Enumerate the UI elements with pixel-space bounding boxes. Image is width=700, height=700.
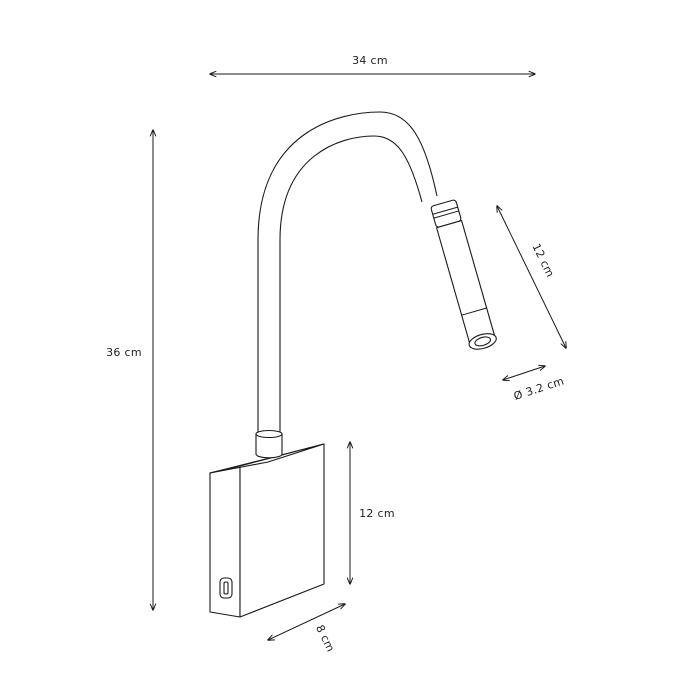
box-height-dimension: 12 cm (350, 442, 395, 584)
joint-ring-2 (433, 210, 459, 219)
wall-box-front (239, 443, 325, 618)
box-depth-dimension-line (268, 604, 345, 640)
usb-port-inner (223, 581, 229, 595)
head-length-dimension-line (497, 206, 566, 348)
box-height-label: 12 cm (359, 507, 395, 520)
lamp-head-band (461, 307, 487, 316)
box-depth-dimension: 8 cm (268, 604, 345, 654)
head-diameter-dimension-line (503, 366, 545, 380)
box-depth-label: 8 cm (313, 623, 337, 654)
gooseneck-outer-edge (257, 111, 438, 432)
arm-collar-top (255, 429, 283, 439)
height-label: 36 cm (106, 346, 142, 359)
width-label: 34 cm (352, 54, 388, 67)
joint-ring-1 (432, 206, 458, 215)
head-diameter-dimension: Ø 3.2 cm (503, 366, 566, 403)
head-length-dimension: 12 cm (497, 206, 566, 348)
width-dimension: 34 cm (210, 54, 535, 74)
head-length-label: 12 cm (529, 242, 556, 280)
lamp-outline (209, 111, 497, 618)
lamp-head-body (436, 220, 496, 346)
wall-box-top-face (209, 443, 325, 474)
lamp-head (430, 199, 497, 350)
height-dimension: 36 cm (106, 130, 153, 610)
gooseneck-inner-edge (279, 135, 423, 432)
head-diameter-label: Ø 3.2 cm (512, 374, 566, 403)
lamp-head-lens (474, 336, 492, 347)
